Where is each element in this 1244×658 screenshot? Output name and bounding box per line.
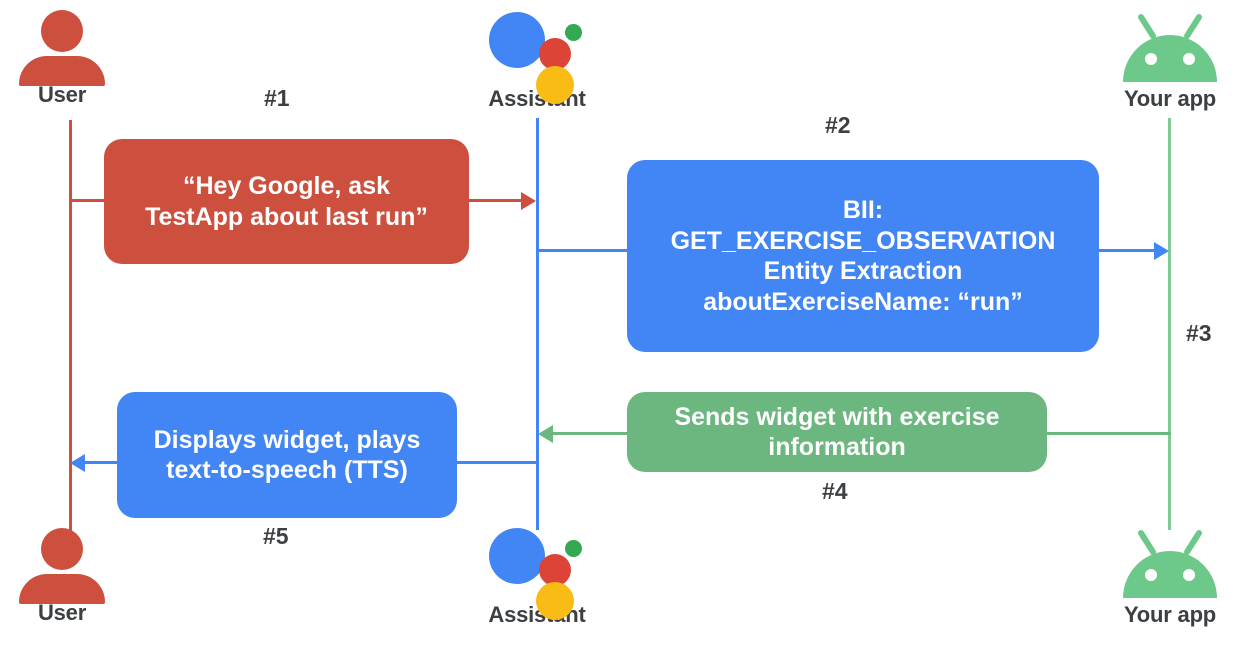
actor-assistant-top: Assistant xyxy=(466,6,608,110)
android-robot-icon xyxy=(1115,12,1225,88)
actor-user-top-label: User xyxy=(37,82,87,107)
step-label-3: #3 xyxy=(1186,320,1212,346)
message-box-4[interactable]: Sends widget with exercise information xyxy=(627,392,1047,472)
lifeline-your-app xyxy=(1168,118,1171,530)
step-label-1: #1 xyxy=(264,85,290,111)
connector-m1-left xyxy=(69,199,114,202)
google-assistant-icon xyxy=(489,522,585,620)
connector-m5-left xyxy=(85,461,119,464)
message-box-4-text: Sends widget with exercise information xyxy=(674,402,1000,462)
message-box-1[interactable]: “Hey Google, ask TestApp about last run” xyxy=(104,139,469,264)
arrowhead-m4 xyxy=(538,425,553,443)
message-box-5[interactable]: Displays widget, plays text-to-speech (T… xyxy=(117,392,457,518)
actor-your-app-bottom-label: Your app xyxy=(1123,602,1217,627)
connector-m5-right xyxy=(455,461,537,464)
actor-user-top: User xyxy=(12,10,112,106)
message-box-2[interactable]: BII: GET_EXERCISE_OBSERVATION Entity Ext… xyxy=(627,160,1099,352)
actor-assistant-bottom: Assistant xyxy=(466,522,608,626)
lifeline-assistant xyxy=(536,118,539,530)
user-avatar-icon xyxy=(19,10,105,86)
actor-your-app-top: Your app xyxy=(1114,12,1226,110)
actor-user-bottom-label: User xyxy=(37,600,87,625)
android-robot-icon xyxy=(1115,528,1225,604)
connector-m4-left xyxy=(553,432,631,435)
user-avatar-icon xyxy=(19,528,105,604)
connector-m4-right xyxy=(1044,432,1171,435)
lifeline-user xyxy=(69,120,72,538)
actor-your-app-top-label: Your app xyxy=(1123,86,1217,111)
message-box-1-text: “Hey Google, ask TestApp about last run” xyxy=(145,172,428,231)
connector-m2-left xyxy=(536,249,630,252)
step-label-2: #2 xyxy=(825,112,851,138)
message-box-5-text: Displays widget, plays text-to-speech (T… xyxy=(153,425,421,485)
connector-m2-right xyxy=(1096,249,1156,252)
actor-user-bottom: User xyxy=(12,528,112,624)
step-label-5: #5 xyxy=(263,523,289,549)
arrowhead-m1 xyxy=(521,192,536,210)
connector-m1-right xyxy=(466,199,524,202)
actor-your-app-bottom: Your app xyxy=(1114,528,1226,626)
arrowhead-m5 xyxy=(70,454,85,472)
message-box-2-text: BII: GET_EXERCISE_OBSERVATION Entity Ext… xyxy=(670,196,1056,316)
step-label-4: #4 xyxy=(822,478,848,504)
arrowhead-m2 xyxy=(1154,242,1169,260)
google-assistant-icon xyxy=(489,6,585,104)
